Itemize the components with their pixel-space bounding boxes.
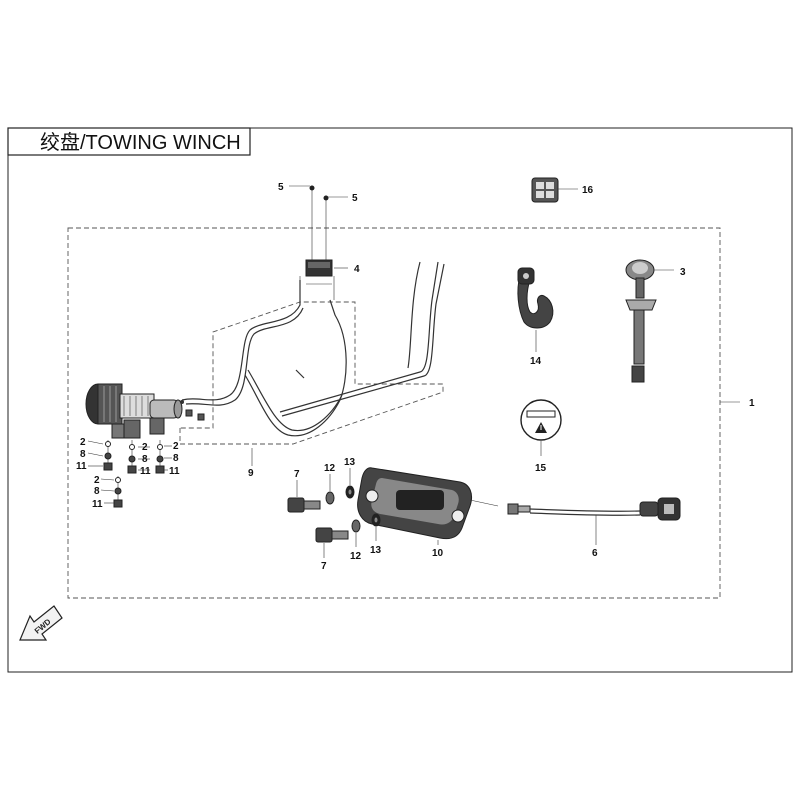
winch-hook bbox=[517, 267, 554, 329]
callout-1: 1 bbox=[749, 398, 755, 409]
extension-cable bbox=[507, 497, 681, 521]
wiring-harness bbox=[179, 261, 445, 445]
callout-12a: 12 bbox=[324, 463, 336, 474]
callout-9: 9 bbox=[248, 468, 254, 479]
callout-6: 6 bbox=[592, 548, 598, 559]
callout-8d: 8 bbox=[94, 486, 100, 497]
callout-2c: 2 bbox=[173, 441, 179, 452]
callout-11c: 11 bbox=[169, 466, 180, 477]
callout-8a: 8 bbox=[80, 449, 86, 460]
hawse-fairlead bbox=[357, 467, 499, 540]
winch-motor bbox=[85, 383, 183, 439]
callout-2b: 2 bbox=[142, 442, 148, 453]
callout-14: 14 bbox=[530, 356, 542, 367]
callout-13b: 13 bbox=[370, 545, 382, 556]
fwd-arrow-icon: FWD bbox=[19, 605, 63, 641]
callout-4: 4 bbox=[354, 264, 360, 275]
washer-12b bbox=[351, 519, 361, 533]
washer-12a bbox=[325, 491, 335, 505]
callout-8b: 8 bbox=[142, 454, 148, 465]
callout-7a: 7 bbox=[294, 469, 300, 480]
callout-7b: 7 bbox=[321, 561, 327, 572]
washer-13a bbox=[345, 485, 355, 499]
callout-11d: 11 bbox=[92, 499, 103, 510]
assembly-boundary bbox=[67, 227, 721, 599]
screw-5b bbox=[323, 195, 329, 262]
callout-11a: 11 bbox=[76, 461, 87, 472]
callout-15: 15 bbox=[535, 463, 547, 474]
screw-5a bbox=[309, 185, 315, 262]
callout-11b: 11 bbox=[140, 466, 151, 477]
bolt-7a bbox=[287, 497, 321, 513]
callout-10: 10 bbox=[432, 548, 444, 559]
callout-8c: 8 bbox=[173, 453, 179, 464]
relay-contactor bbox=[299, 259, 335, 300]
callout-16: 16 bbox=[582, 185, 594, 196]
hardware-stack-2 bbox=[127, 440, 137, 474]
winch-switch bbox=[625, 259, 657, 383]
callout-13a: 13 bbox=[344, 457, 356, 468]
callout-5a: 5 bbox=[278, 182, 284, 193]
callout-2a: 2 bbox=[80, 437, 86, 448]
warning-decal bbox=[520, 399, 562, 441]
bolt-7b bbox=[315, 527, 349, 543]
title-box bbox=[7, 127, 251, 156]
hardware-stack-1 bbox=[103, 440, 113, 471]
callout-5b: 5 bbox=[352, 193, 358, 204]
connector-16 bbox=[531, 177, 559, 203]
callout-3: 3 bbox=[680, 267, 686, 278]
callout-2d: 2 bbox=[94, 475, 100, 486]
callout-12b: 12 bbox=[350, 551, 362, 562]
hardware-stack-3 bbox=[155, 440, 165, 474]
hardware-stack-4 bbox=[113, 476, 123, 508]
diagram-title: 绞盘/TOWING WINCH bbox=[40, 131, 241, 154]
washer-13b bbox=[371, 513, 381, 527]
